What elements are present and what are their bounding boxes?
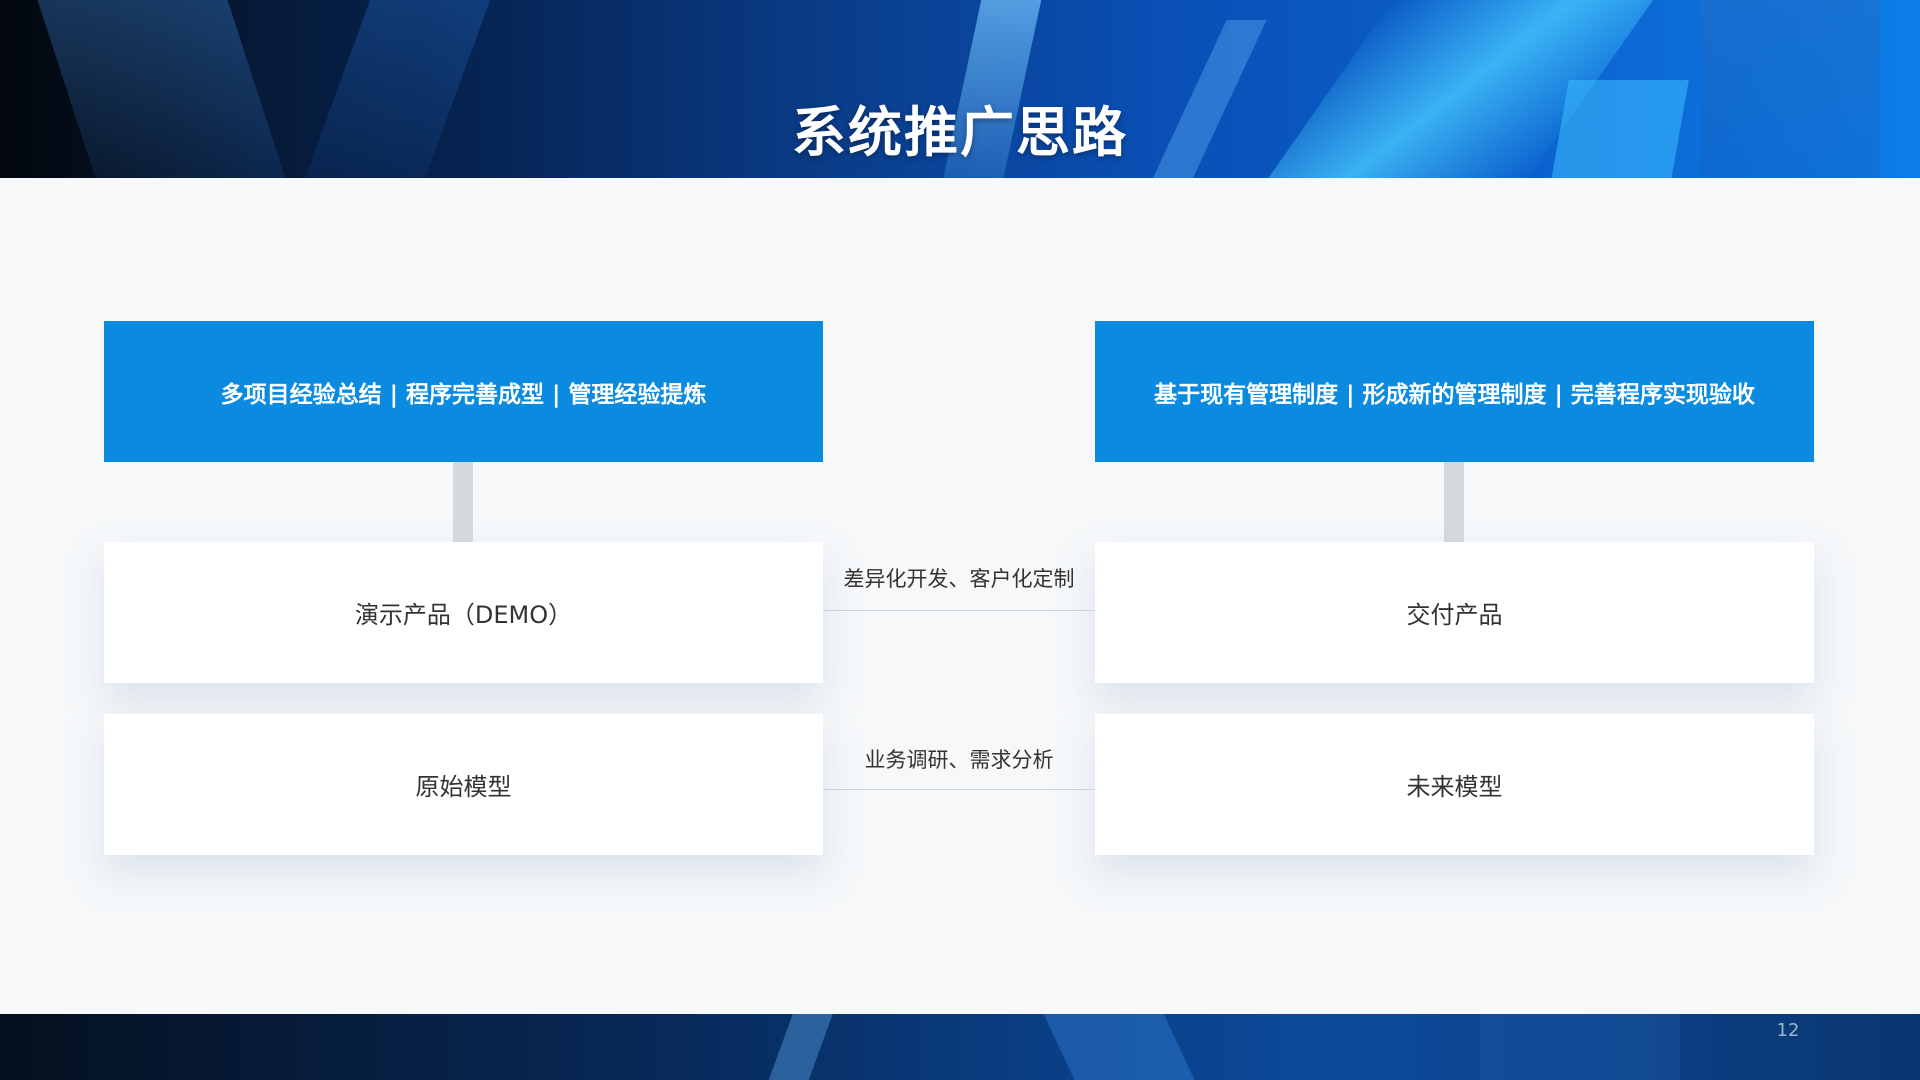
right-header-box: 基于现有管理制度 | 形成新的管理制度 | 完善程序实现验收	[1095, 321, 1814, 462]
original-model-label: 原始模型	[416, 767, 512, 802]
connector-label-top: 差异化开发、客户化定制	[823, 563, 1095, 593]
delivery-product-label: 交付产品	[1407, 595, 1503, 630]
page-title: 系统推广思路	[0, 88, 1920, 167]
demo-product-label: 演示产品（DEMO）	[355, 595, 572, 630]
demo-product-card: 演示产品（DEMO）	[104, 542, 823, 683]
delivery-product-card: 交付产品	[1095, 542, 1814, 683]
original-model-card: 原始模型	[104, 714, 823, 855]
connector-label-bottom: 业务调研、需求分析	[823, 744, 1095, 774]
connector-line-bottom	[823, 789, 1095, 790]
page-number: 12	[1768, 1020, 1808, 1041]
future-model-card: 未来模型	[1095, 714, 1814, 855]
connector-line-top	[823, 610, 1095, 611]
left-header-text: 多项目经验总结 | 程序完善成型 | 管理经验提炼	[221, 375, 707, 409]
left-header-box: 多项目经验总结 | 程序完善成型 | 管理经验提炼	[104, 321, 823, 462]
footer-banner	[0, 1014, 1920, 1080]
future-model-label: 未来模型	[1407, 767, 1503, 802]
right-header-text: 基于现有管理制度 | 形成新的管理制度 | 完善程序实现验收	[1154, 375, 1755, 409]
